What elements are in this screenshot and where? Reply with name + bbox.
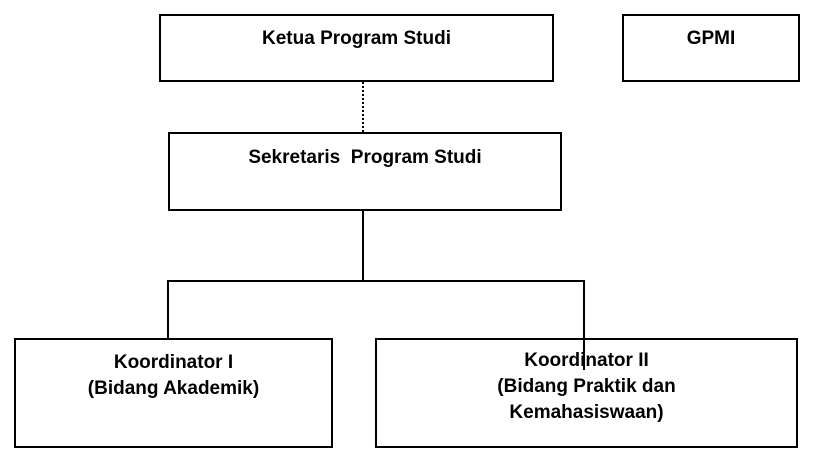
connector-drop-koordinator-2 [583, 280, 585, 370]
connector-drop-koordinator-1 [167, 280, 169, 338]
box-sekretaris-label: Sekretaris Program Studi [248, 147, 482, 168]
box-koordinator-1: Koordinator I (Bidang Akademik) [14, 338, 333, 448]
box-koordinator-2-line-1: Koordinator II [524, 350, 649, 371]
box-sekretaris-program-studi: Sekretaris Program Studi [168, 132, 562, 211]
box-gpmi-label: GPMI [686, 28, 736, 49]
dotted-connector-ketua-sekretaris [362, 82, 364, 132]
box-ketua-program-studi: Ketua Program Studi [159, 14, 554, 82]
box-koordinator-2-line-2: (Bidang Praktik dan [497, 376, 676, 397]
box-ketua-label: Ketua Program Studi [262, 28, 451, 49]
box-koordinator-2-line-3: Kemahasiswaan) [509, 402, 664, 423]
connector-branch-horizontal [167, 280, 585, 282]
connector-sekretaris-stem [362, 211, 364, 280]
box-koordinator-1-line-2: (Bidang Akademik) [87, 378, 260, 399]
box-koordinator-2: Koordinator II (Bidang Praktik dan Kemah… [375, 338, 798, 448]
box-koordinator-1-line-1: Koordinator I [113, 352, 234, 373]
box-gpmi: GPMI [622, 14, 800, 82]
